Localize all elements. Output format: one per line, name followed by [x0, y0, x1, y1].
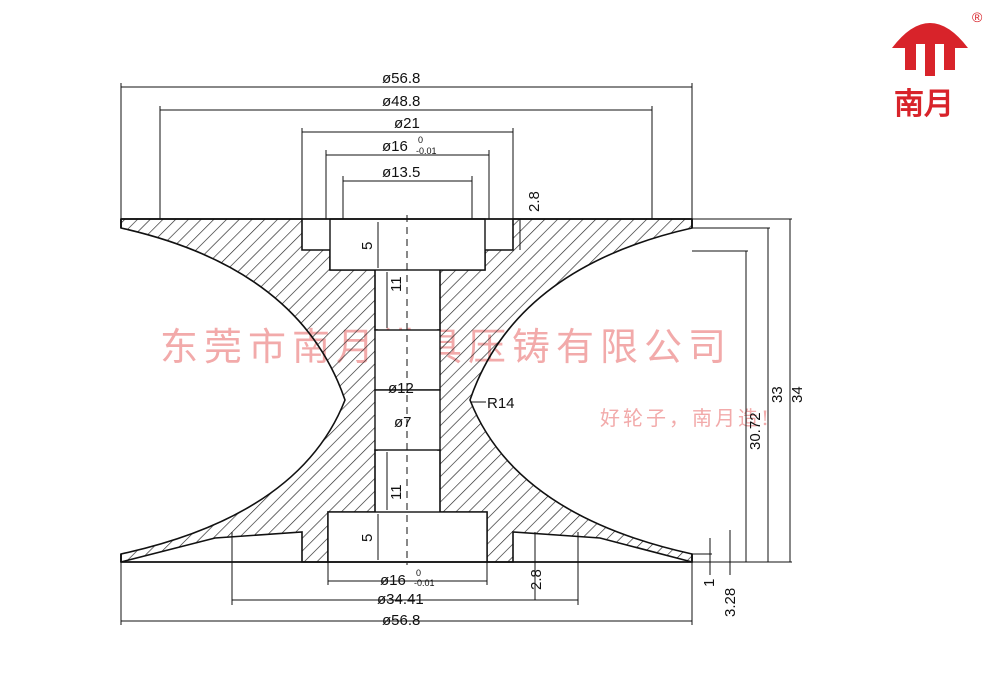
dim-top-bore-tol-lower: -0.01 [416, 146, 437, 156]
dim-bottom-thickness: 2.8 [528, 569, 545, 590]
dim-height-30-72: 30.72 [747, 412, 764, 450]
dim-radius: R14 [487, 395, 515, 412]
dim-bottom-outer-diameter: ø56.8 [382, 612, 420, 629]
logo-registered-mark: ® [972, 9, 983, 25]
logo-emblem-icon [892, 23, 968, 76]
dim-top-depth: 5 [359, 242, 376, 250]
dim-groove-diameter: ø34.41 [377, 591, 424, 608]
dim-top-thickness: 2.8 [526, 191, 543, 212]
brand-logo: ® 南月 [892, 9, 983, 122]
section-left-half [120, 218, 378, 564]
dim-hub-diameter: ø21 [394, 115, 420, 132]
dim-top-bore-diameter: ø16 [382, 138, 408, 155]
dim-top-length: 11 [388, 276, 405, 292]
dim-top-inner-diameter: ø48.8 [382, 93, 420, 110]
dimension-labels: ø56.8 ø48.8 ø21 ø16 0 -0.01 ø13.5 2.8 5 … [359, 70, 806, 629]
dim-top-bore-tol-upper: 0 [418, 135, 423, 145]
dim-center-bore-diameter: ø7 [394, 414, 412, 431]
dim-bottom-depth: 5 [359, 534, 376, 542]
dim-bottom-length: 11 [388, 484, 405, 500]
dim-counterbore-diameter: ø13.5 [382, 164, 420, 181]
dim-height-33: 33 [769, 386, 786, 403]
watermark-slogan: 好轮子，南月造! [600, 406, 772, 430]
bore-openings [327, 218, 488, 563]
dim-height-1: 1 [701, 579, 718, 587]
dim-height-3-28: 3.28 [722, 588, 739, 617]
dim-height-34: 34 [789, 386, 806, 403]
dim-bottom-bore-tol-upper: 0 [416, 568, 421, 578]
logo-brand-name: 南月 [894, 87, 954, 122]
section-right-half [437, 218, 693, 564]
dim-bottom-bore-tol-lower: -0.01 [414, 578, 435, 588]
section-hatch [120, 218, 693, 564]
dim-center-diameter: ø12 [388, 380, 414, 397]
dim-bottom-bore-diameter: ø16 [380, 572, 406, 589]
dim-top-outer-diameter: ø56.8 [382, 70, 420, 87]
dimension-lines [120, 83, 792, 625]
